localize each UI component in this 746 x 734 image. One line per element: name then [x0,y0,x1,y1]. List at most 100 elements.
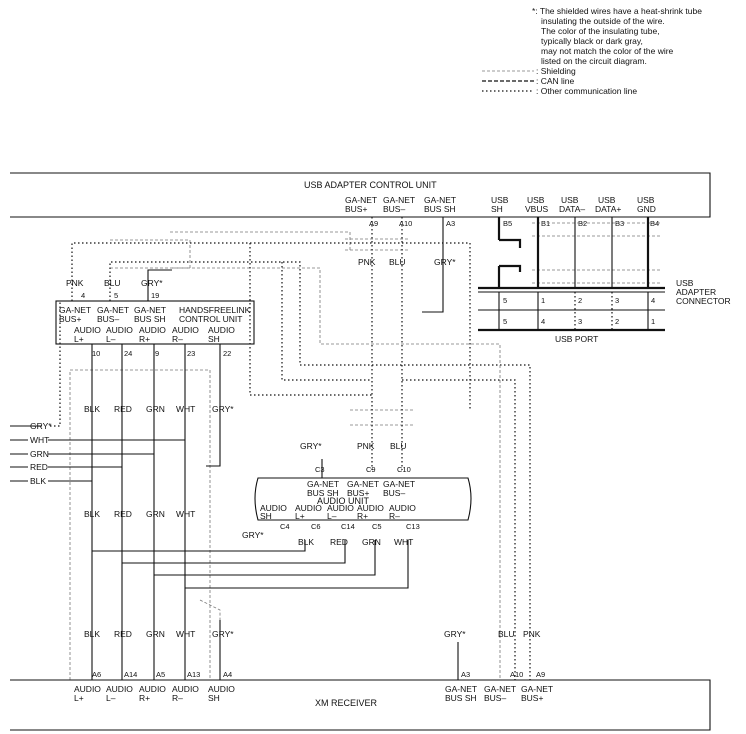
audio-c13-sub: R– [389,511,400,521]
audio-c3-sub: BUS SH [307,488,339,498]
usb-unit-title: USB ADAPTER CONTROL UNIT [304,180,437,190]
hfl-pin5: 5 [114,291,118,300]
hfl-pin19-sub: BUS SH [134,314,166,324]
usb-pin-a3: A3 [446,219,455,228]
usb-pin-b2-name: USB [561,195,579,205]
xm-a4-name: AUDIO [208,684,235,694]
hfl-ganet-shield-link [170,231,351,250]
legend-note-5: may not match the color of the wire [541,46,674,56]
hfl-audio-r-plus-name: AUDIO [139,325,166,335]
usb-pin-b1-sub: VBUS [525,204,548,214]
branch-grn [154,540,376,576]
xm-a5-name: AUDIO [139,684,166,694]
audio-pin-c13: C13 [406,522,420,531]
label-wht-1: WHT [176,404,195,414]
usb-conn-top-pin-1: 5 [503,296,507,305]
label-blk-3: BLK [84,629,100,639]
xm-a9-color: PNK [523,629,541,639]
audio-c4-color: GRY* [242,530,264,540]
left-incoming-wires: GRY* WHT GRN RED BLK [10,300,185,486]
usb-pin-b5-sub: SH [491,204,503,214]
label-blk-1: BLK [84,404,100,414]
usb-pin-b5-name: USB [491,195,509,205]
usb-pin-b3-name: USB [598,195,616,205]
usb-ganet-pnk: PNK [358,257,376,267]
wire-net-run-2 [402,379,516,680]
usb-port-pin-3: 3 [578,317,582,326]
usb-pin-b4-sub: GND [637,204,656,214]
usb-conn-top-pin-3: 2 [578,296,582,305]
usb-pin-a10-name: GA-NET [383,195,415,205]
left-wire-blk: BLK [30,476,46,486]
audio-c10-color: BLU [390,441,407,451]
audio-c6-name: AUDIO [295,503,322,513]
hfl-pin9: 9 [155,349,159,358]
audio-c5-name: AUDIO [357,503,384,513]
legend-other-label: : Other communication line [536,86,637,96]
branch-shield [199,599,221,620]
hfl-audio-r-minus-sub: R– [172,334,183,344]
legend-note-6: listed on the circuit diagram. [541,56,647,66]
branch-red [122,540,346,564]
usb-conn-top-pin-2: 1 [541,296,545,305]
wire-hfl-blu [109,261,531,680]
audio-pin-c5: C5 [372,522,382,531]
legend-can-label: : CAN line [536,76,575,86]
audio-unit: GRY* PNK BLU C3 C9 C10 GA-NET BUS SH GA-… [242,441,472,547]
xm-pin-a4: A4 [223,670,232,679]
wire-usb-sh-b [499,238,522,248]
label-red-1: RED [114,404,132,414]
legend-note-1: *: The shielded wires have a heat-shrink… [532,6,702,16]
audio-c13-name: AUDIO [389,503,416,513]
xm-receiver: XM RECEIVER A6 A14 A5 A13 A4 AUDIO L+ AU… [10,629,711,731]
hfl-pin4-name: GA-NET [59,305,91,315]
wire-audio-gry-top [206,344,221,467]
usb-port-pin-4: 2 [615,317,619,326]
xm-box [10,679,711,731]
branch-blk [92,540,306,552]
xm-a13-sub: R– [172,693,183,703]
wire-hfl-pnk-a [71,242,470,301]
audio-pin-c14: C14 [341,522,355,531]
usb-shield-top [532,222,660,237]
usb-pin-b1-name: USB [527,195,545,205]
usb-pin-a9-name: GA-NET [345,195,377,205]
xm-a14-sub: L– [106,693,116,703]
audio-c14-sub: L– [327,511,337,521]
audio-pin-c10: C10 [397,465,411,474]
usb-conn-top-pin-4: 3 [615,296,619,305]
audio-shield [69,369,211,691]
hfl-box [55,300,255,345]
usb-pin-a10-sub: BUS– [383,204,405,214]
xm-a13-name: AUDIO [172,684,199,694]
xm-pin-a14: A14 [124,670,137,679]
hfl-audio-wires: BLK RED GRN WHT GRY* BLK RED GRN WHT BLK… [69,344,409,691]
usb-pin-b2-sub: DATA– [559,204,585,214]
hfl-title-1: HANDSFREELINK [179,305,251,315]
usb-unit-box [10,172,711,218]
hfl-audio-l-minus-name: AUDIO [106,325,133,335]
label-red-2: RED [114,509,132,519]
xm-a6-sub: L+ [74,693,84,703]
xm-a10-color: BLU [498,629,515,639]
label-wht-2: WHT [176,509,195,519]
audio-c9-color: PNK [357,441,375,451]
usb-pin-b3: B3 [615,219,624,228]
wire-net-run-1 [281,262,372,381]
usb-connector-area: 5 1 2 3 4 5 4 3 2 1 USB ADAPTER CONNECTO… [478,217,731,344]
hfl-audio-l-plus-name: AUDIO [74,325,101,335]
audio-unit-box [254,477,472,521]
hfl-audio-l-plus-sub: L+ [74,334,84,344]
legend-note-2: insulating the outside of the wire. [541,16,665,26]
xm-pin-a13: A13 [187,670,200,679]
audio-c5-sub: R+ [357,511,368,521]
legend-note-4: typically black or dark gray, [541,36,643,46]
audio-pin-c6: C6 [311,522,321,531]
audio-unit-title: AUDIO UNIT [317,496,370,506]
legend: *: The shielded wires have a heat-shrink… [482,6,702,96]
xm-a6-name: AUDIO [74,684,101,694]
xm-a9-sub: BUS+ [521,693,543,703]
left-wire-red: RED [30,462,48,472]
usb-pin-a10: A10 [399,219,412,228]
